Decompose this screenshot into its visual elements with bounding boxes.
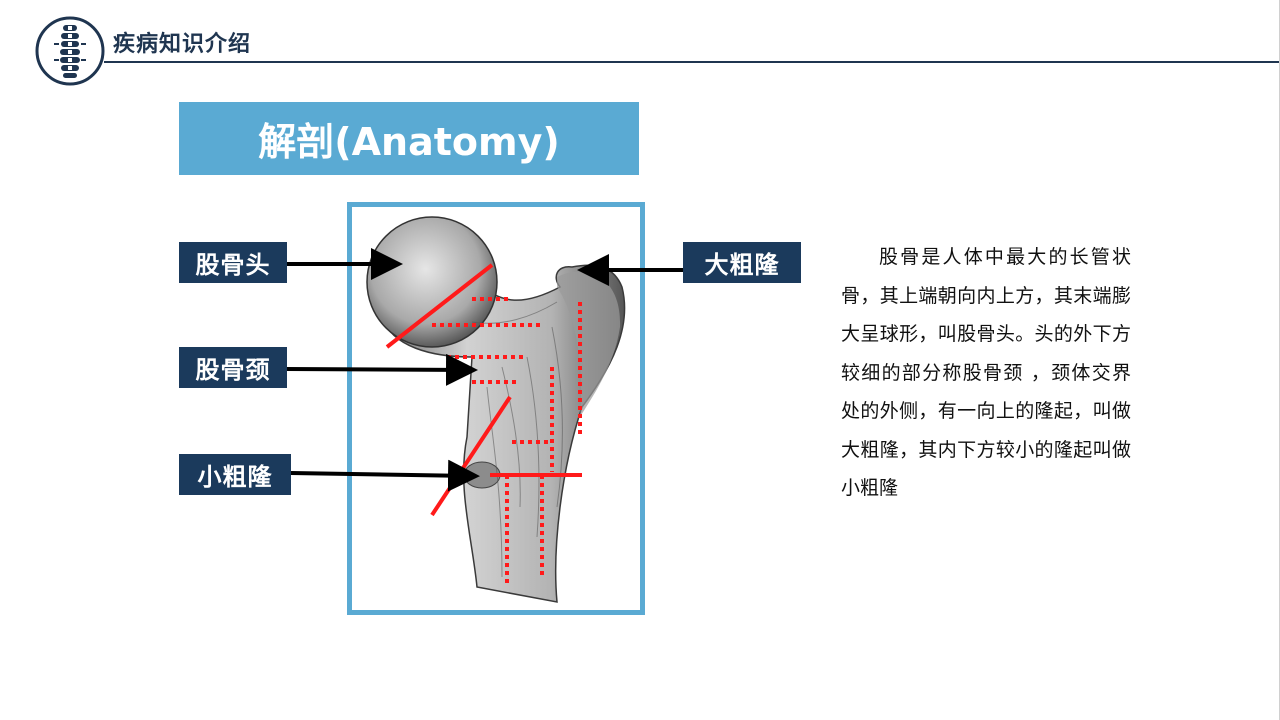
- label-femoral-neck: 股骨颈: [179, 347, 287, 388]
- header-divider: [104, 61, 1280, 63]
- spine-logo-icon: [34, 15, 106, 87]
- label-lesser-trochanter: 小粗隆: [179, 454, 291, 495]
- description-text: 股骨是人体中最大的长管状骨，其上端朝向内上方，其末端膨大呈球形，叫股骨头。头的外…: [841, 246, 1131, 499]
- femur-anatomy-illustration: [366, 216, 626, 603]
- label-greater-trochanter: 大粗隆: [683, 242, 801, 283]
- femur-figure-frame: [347, 202, 645, 615]
- page-title: 疾病知识介绍: [113, 32, 252, 57]
- section-title-banner: 解剖(Anatomy): [179, 102, 639, 175]
- label-femoral-head: 股骨头: [179, 242, 287, 283]
